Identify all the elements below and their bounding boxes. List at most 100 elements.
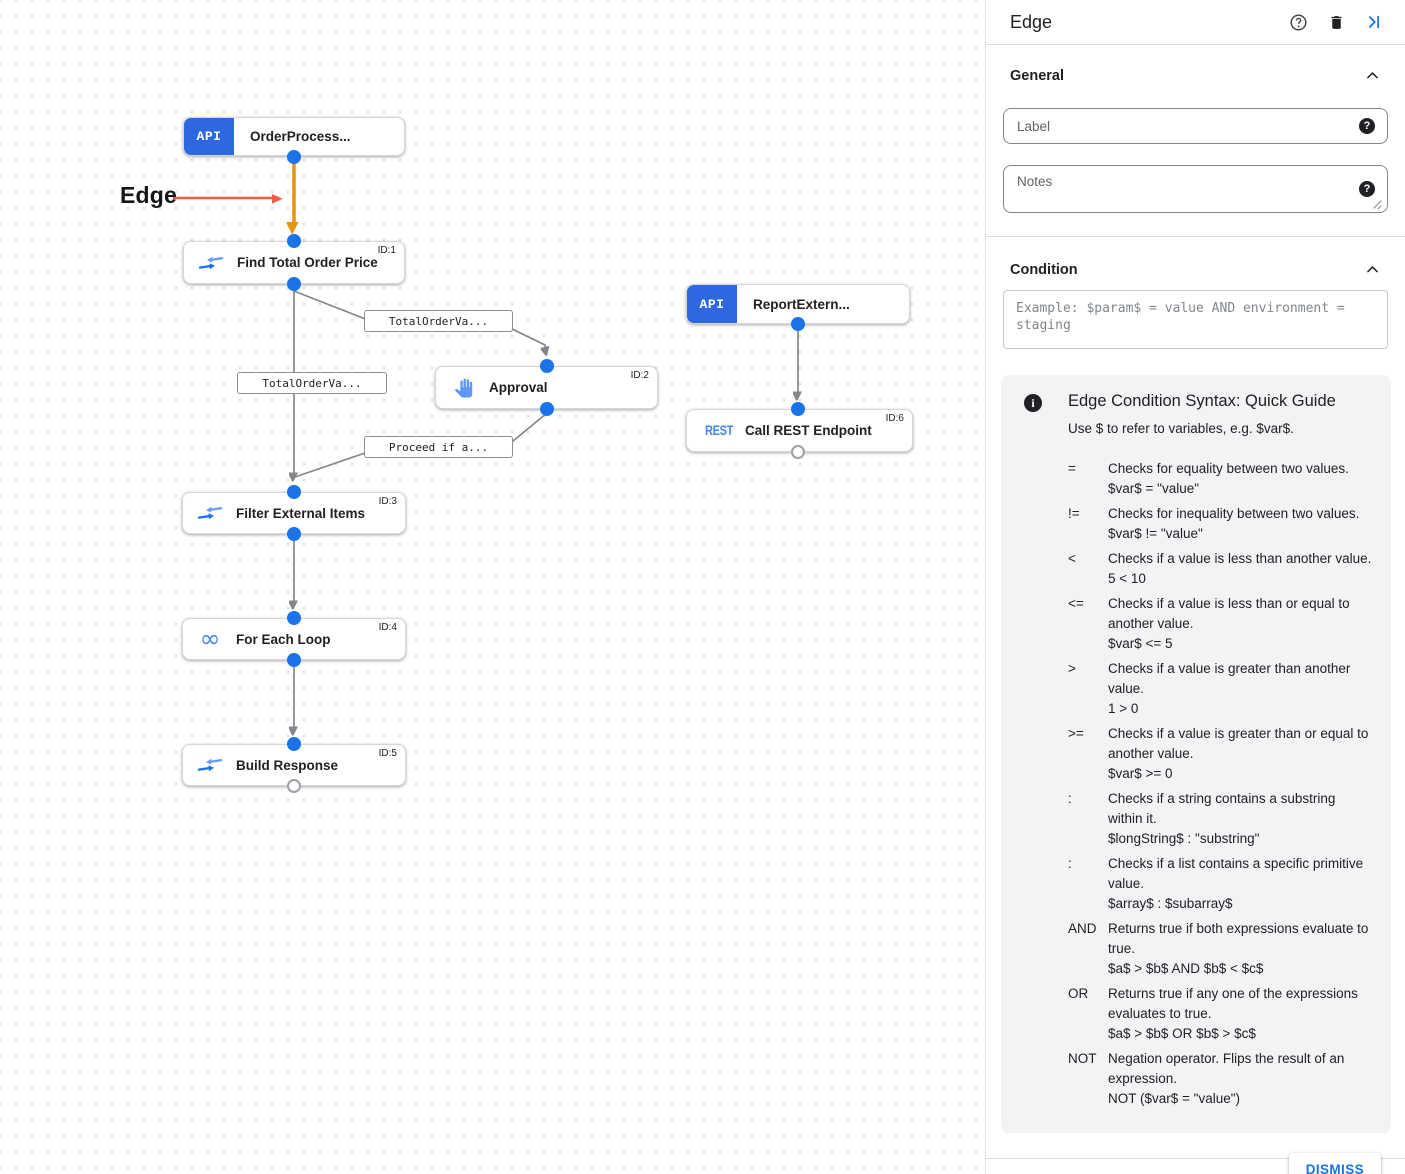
api-trigger-icon: API bbox=[687, 285, 737, 323]
edge-annotation-label: Edge bbox=[120, 182, 178, 208]
output-port-open[interactable] bbox=[791, 445, 805, 459]
guide-text: Returns true if both expressions evaluat… bbox=[1108, 919, 1373, 979]
input-port[interactable] bbox=[287, 234, 301, 248]
edge-label[interactable]: TotalOrderVa... bbox=[364, 310, 513, 332]
dismiss-button[interactable]: DISMISS bbox=[1288, 1153, 1381, 1174]
node-title: Call REST Endpoint bbox=[745, 423, 872, 438]
guide-operator: OR bbox=[1068, 986, 1089, 1001]
guide-description: Checks if a value is greater than or equ… bbox=[1108, 726, 1369, 761]
guide-row: AND Returns true if both expressions eval… bbox=[1068, 919, 1373, 979]
edge-label[interactable]: TotalOrderVa... bbox=[237, 372, 387, 394]
node-id-badge: ID:6 bbox=[885, 413, 904, 424]
rest-icon: REST bbox=[701, 420, 737, 442]
guide-example: $a$ > $b$ AND $b$ < $c$ bbox=[1108, 961, 1264, 976]
api-badge-label: API bbox=[196, 129, 222, 144]
guide-text: Checks if a list contains a specific pri… bbox=[1108, 854, 1373, 914]
output-port[interactable] bbox=[791, 317, 805, 331]
guide-row: >=Checks if a value is greater than or e… bbox=[1068, 724, 1373, 784]
collapse-panel-icon[interactable] bbox=[1365, 13, 1383, 31]
guide-example: NOT ($var$ = "value") bbox=[1108, 1091, 1241, 1106]
guide-example: $var$ <= 5 bbox=[1108, 636, 1173, 651]
guide-description: Checks for inequality between two values… bbox=[1108, 506, 1360, 521]
notes-help-icon[interactable]: ? bbox=[1359, 181, 1375, 197]
condition-input[interactable] bbox=[1004, 291, 1387, 348]
guide-description: Checks if a string contains a substring … bbox=[1108, 791, 1336, 826]
node-approval[interactable]: Approval ID:2 bbox=[435, 366, 658, 409]
notes-input[interactable] bbox=[1004, 166, 1387, 212]
guide-example: $var$ >= 0 bbox=[1108, 766, 1173, 781]
guide-example: $var$ != "value" bbox=[1108, 526, 1203, 541]
resize-handle[interactable] bbox=[1372, 198, 1384, 210]
output-port-open[interactable] bbox=[287, 779, 301, 793]
guide-text: Checks if a value is greater than or equ… bbox=[1108, 724, 1373, 784]
node-order-process-trigger[interactable]: API OrderProcess... bbox=[183, 117, 405, 156]
node-title: Build Response bbox=[236, 757, 339, 773]
guide-operator: NOT bbox=[1068, 1051, 1097, 1066]
guide-description: Checks if a value is greater than anothe… bbox=[1108, 661, 1351, 696]
general-section: General ? ? bbox=[986, 67, 1405, 213]
guide-description: Returns true if any one of the expressio… bbox=[1108, 986, 1358, 1021]
guide-text: Checks if a value is less than or equal … bbox=[1108, 594, 1373, 654]
guide-text: Checks for inequality between two values… bbox=[1108, 504, 1373, 544]
guide-rows: =Checks for equality between two values.… bbox=[1068, 459, 1373, 1109]
chevron-up-icon[interactable] bbox=[1364, 261, 1381, 278]
approval-hand-icon bbox=[450, 377, 476, 399]
guide-row: : Checks if a string contains a substring… bbox=[1068, 789, 1373, 849]
input-port[interactable] bbox=[287, 485, 301, 499]
guide-operator: <= bbox=[1068, 596, 1084, 611]
guide-example: 1 > 0 bbox=[1108, 701, 1139, 716]
guide-description: Returns true if both expressions evaluat… bbox=[1108, 921, 1369, 956]
condition-section: Condition bbox=[986, 261, 1405, 349]
guide-operator: < bbox=[1068, 551, 1076, 566]
api-trigger-icon: API bbox=[184, 118, 234, 155]
label-help-icon[interactable]: ? bbox=[1359, 118, 1375, 134]
guide-text: Negation operator. Flips the result of a… bbox=[1108, 1049, 1373, 1109]
node-title: For Each Loop bbox=[236, 631, 331, 647]
panel-title: Edge bbox=[1010, 11, 1053, 32]
guide-operator: : bbox=[1068, 856, 1072, 871]
guide-operator: : bbox=[1068, 791, 1072, 806]
guide-text: Returns true if any one of the expressio… bbox=[1108, 984, 1373, 1044]
guide-description: Negation operator. Flips the result of a… bbox=[1108, 1051, 1345, 1086]
delete-icon[interactable] bbox=[1328, 13, 1345, 32]
node-for-each-loop[interactable]: ∞ For Each Loop ID:4 bbox=[182, 618, 406, 660]
output-port[interactable] bbox=[540, 402, 554, 416]
rest-badge-label: REST bbox=[705, 423, 733, 438]
guide-text: Checks if a value is greater than anothe… bbox=[1108, 659, 1373, 719]
label-field: ? bbox=[1003, 108, 1388, 144]
output-port[interactable] bbox=[287, 653, 301, 667]
input-port[interactable] bbox=[287, 611, 301, 625]
help-icon[interactable] bbox=[1289, 13, 1308, 32]
node-id-badge: ID:3 bbox=[378, 496, 397, 507]
guide-example: $array$ : $subarray$ bbox=[1108, 896, 1233, 911]
node-id-badge: ID:2 bbox=[630, 370, 649, 381]
section-divider bbox=[986, 236, 1405, 237]
guide-example: $longString$ : "substring" bbox=[1108, 831, 1260, 846]
guide-operator: != bbox=[1068, 506, 1080, 521]
guide-example: $a$ > $b$ OR $b$ > $c$ bbox=[1108, 1026, 1256, 1041]
output-port[interactable] bbox=[287, 277, 301, 291]
condition-field bbox=[1003, 290, 1388, 349]
guide-operator: AND bbox=[1068, 921, 1097, 936]
node-id-badge: ID:1 bbox=[377, 245, 396, 256]
node-title: Filter External Items bbox=[236, 505, 366, 521]
node-report-extern-trigger[interactable]: API ReportExtern... bbox=[686, 284, 910, 324]
guide-operator: > bbox=[1068, 661, 1076, 676]
chevron-up-icon[interactable] bbox=[1364, 67, 1381, 84]
workflow-canvas[interactable]: Edge API OrderProcess... Find Total Orde… bbox=[0, 0, 985, 1174]
output-port[interactable] bbox=[287, 150, 301, 164]
general-section-title: General bbox=[1010, 67, 1064, 84]
guide-text: Checks if a string contains a substring … bbox=[1108, 789, 1373, 849]
node-title: OrderProcess... bbox=[250, 129, 351, 144]
output-port[interactable] bbox=[287, 527, 301, 541]
guide-row: =Checks for equality between two values.… bbox=[1068, 459, 1373, 499]
input-port[interactable] bbox=[287, 737, 301, 751]
edge-label[interactable]: Proceed if a... bbox=[364, 436, 513, 458]
label-input[interactable] bbox=[1004, 109, 1387, 143]
guide-description: Checks if a value is less than or equal … bbox=[1108, 596, 1350, 631]
node-title: Approval bbox=[489, 380, 548, 395]
guide-example: $var$ = "value" bbox=[1108, 481, 1200, 496]
input-port[interactable] bbox=[791, 402, 805, 416]
input-port[interactable] bbox=[540, 359, 554, 373]
